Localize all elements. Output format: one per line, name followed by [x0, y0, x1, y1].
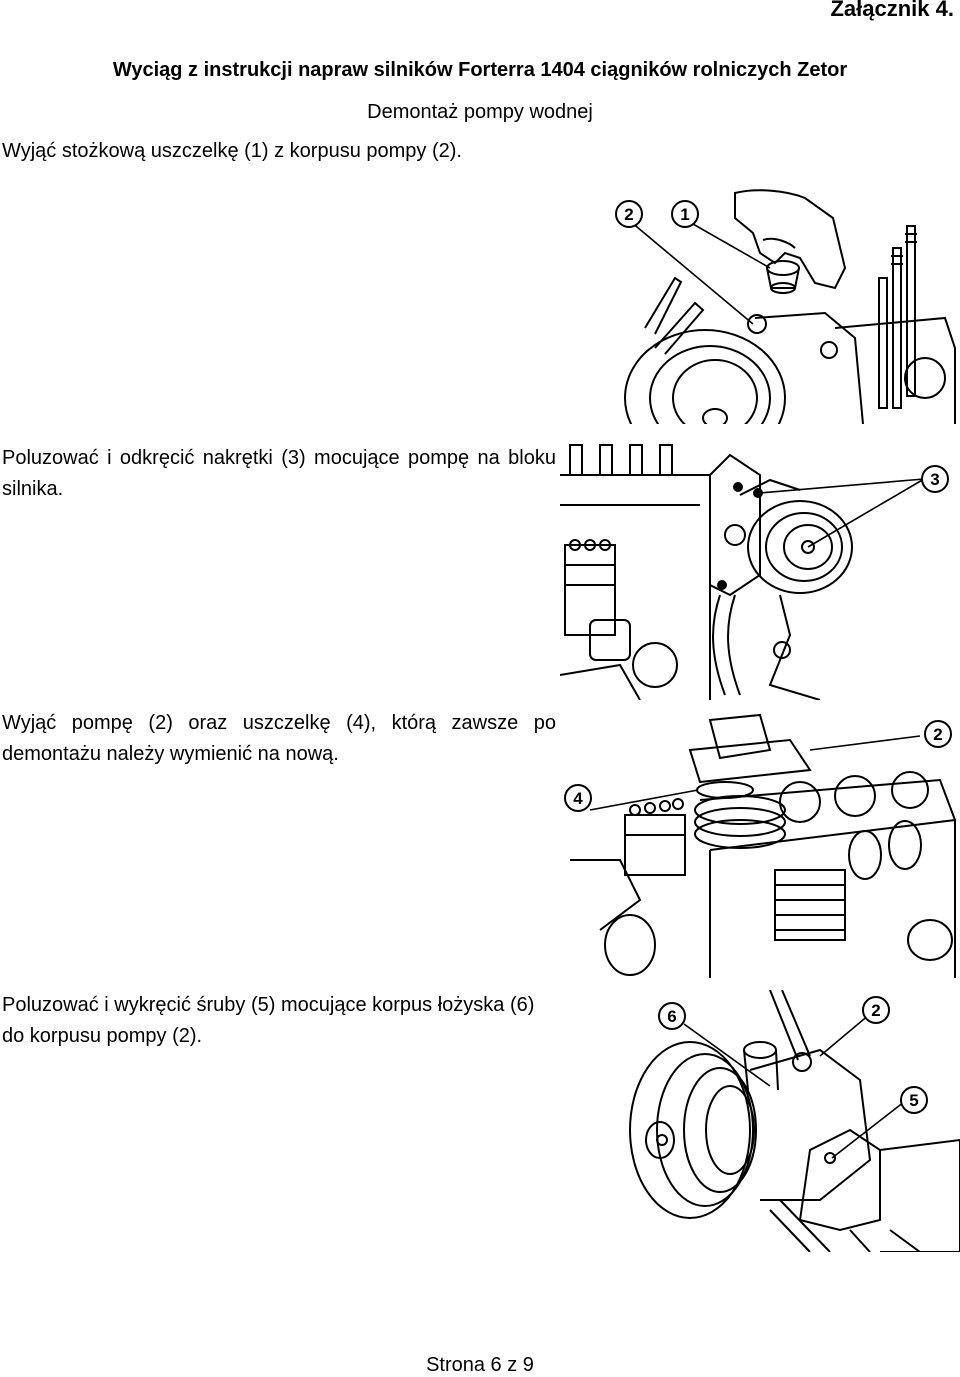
callout-5: 5 — [909, 1091, 918, 1110]
page-number: Strona 6 z 9 — [426, 1354, 534, 1376]
step-4-text: Poluzować i wykręcić śruby (5) mocujące … — [2, 994, 535, 1047]
figure-2-pump-nuts: 3 — [560, 435, 960, 700]
callout-6: 6 — [667, 1007, 676, 1026]
callout-1: 1 — [680, 205, 689, 224]
step-2-text: Poluzować i odkręcić nakrętki (3) mocują… — [2, 447, 556, 500]
annex-label: Załącznik 4. — [830, 0, 954, 21]
callout-2: 2 — [624, 205, 633, 224]
step-1-text: Wyjąć stożkową uszczelkę (1) z korpusu p… — [2, 140, 462, 162]
section-title: Demontaż pompy wodnej — [367, 101, 593, 123]
figure-3-pump-gasket: 2 4 — [560, 710, 960, 978]
callout-3: 3 — [930, 470, 939, 489]
document-title: Wyciąg z instrukcji napraw silników Fort… — [112, 59, 848, 81]
callout-2: 2 — [871, 1001, 880, 1020]
step-3-text: Wyjąć pompę (2) oraz uszczelkę (4), któr… — [2, 712, 556, 765]
callout-2: 2 — [933, 725, 942, 744]
figure-1-pump-seal-removal: 2 1 — [585, 148, 960, 424]
callout-4: 4 — [573, 789, 583, 808]
figure-4-bearing-screws: 6 2 5 — [620, 990, 960, 1252]
